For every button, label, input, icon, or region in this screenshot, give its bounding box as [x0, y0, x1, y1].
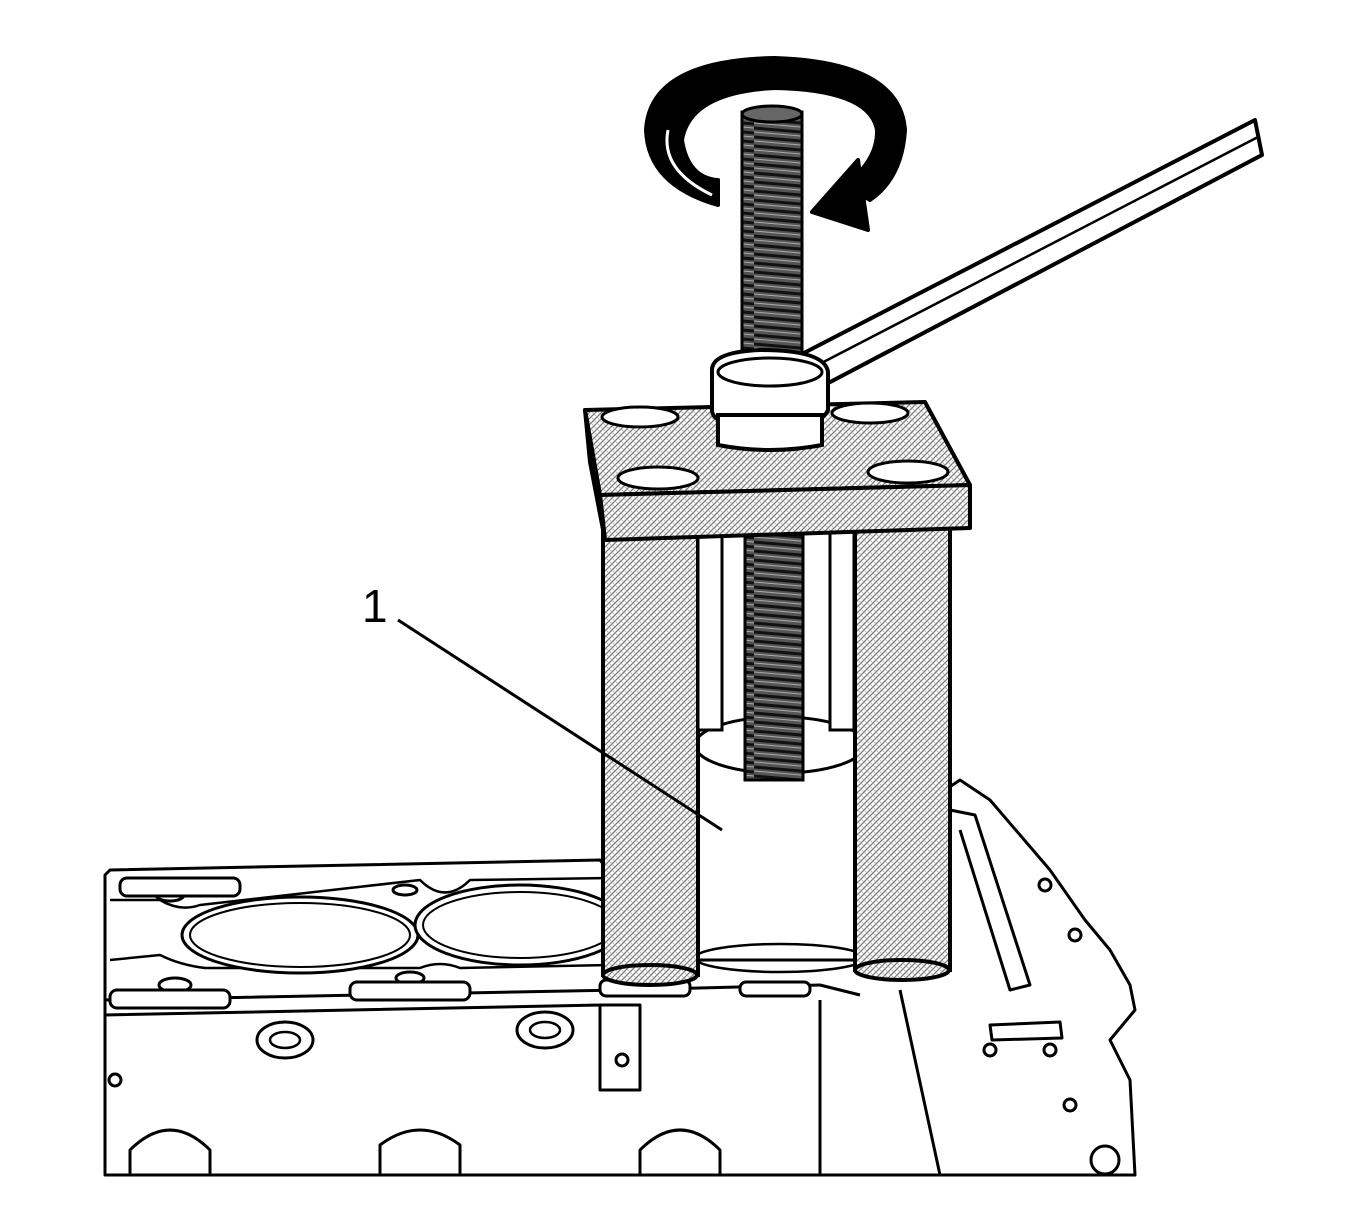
block-lower-skirt [128, 989, 942, 1176]
plate-hole [616, 465, 700, 491]
coolant-port [108, 988, 232, 1010]
puller-leg-right [853, 513, 952, 982]
bolt-hole [391, 883, 419, 897]
puller-back-posts [696, 528, 856, 732]
main-bearing-boss [255, 1020, 315, 1060]
coolant-port [118, 876, 242, 898]
callout-leader-line [397, 618, 723, 832]
forcing-screw-lower [743, 523, 805, 782]
top-plate-front-face [598, 483, 972, 542]
cylinder-bore-middle [413, 883, 627, 967]
cylinder-bore-left [180, 895, 420, 975]
bolt-hole [1089, 1144, 1121, 1176]
adjusting-nut [716, 413, 824, 452]
bolt-hole [1037, 877, 1053, 893]
callout-label: 1 [362, 580, 388, 632]
coolant-port [738, 980, 812, 998]
callout-1: 1 [362, 580, 723, 832]
block-right-rail [949, 808, 1064, 1042]
bolt-hole [1062, 1097, 1078, 1113]
forcing-screw-upper [740, 110, 804, 376]
bolt-hole [1067, 927, 1083, 943]
wrench [710, 118, 1264, 430]
top-plate-left-face [583, 408, 607, 542]
rotation-arrow-icon [644, 56, 907, 232]
bolt-hole [982, 1042, 998, 1058]
bolt-hole [1042, 1042, 1058, 1058]
puller-leg-left [601, 518, 700, 987]
plate-hole [866, 459, 950, 485]
forcing-screw [740, 104, 805, 782]
main-bearing-boss [515, 1010, 575, 1050]
plate-hole [830, 401, 910, 425]
plate-hole [600, 405, 680, 429]
block-boss-bracket [598, 1003, 642, 1092]
puller-top-plate [583, 400, 972, 542]
coolant-port [348, 980, 472, 1002]
rotation-arrowhead [810, 158, 870, 232]
